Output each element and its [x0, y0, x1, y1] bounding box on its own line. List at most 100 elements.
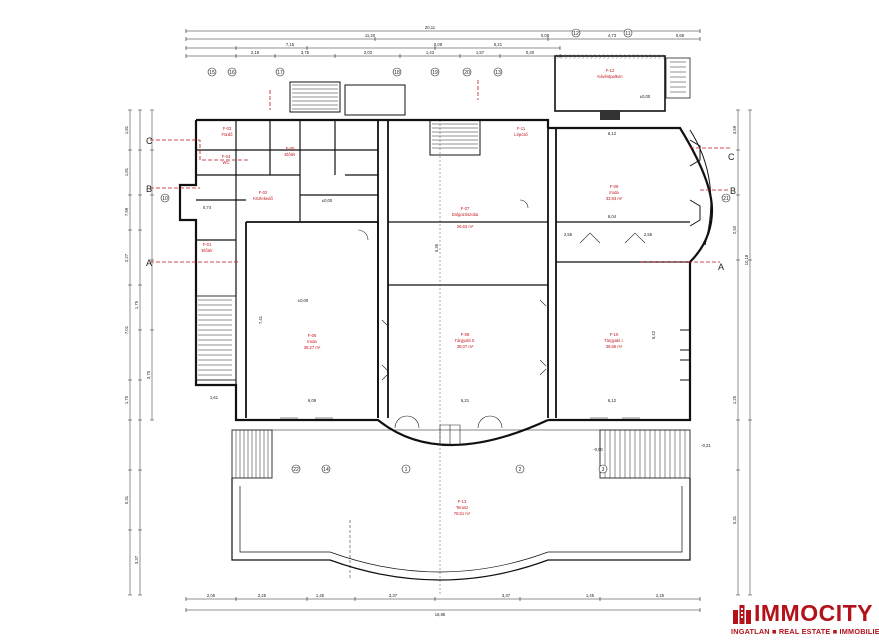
axis-label: 17	[277, 70, 283, 76]
room-labels: F-12 Kávéstpalkon F-03 Fürdő F-04 WC F-0…	[202, 68, 624, 516]
svg-text:F-11: F-11	[517, 126, 526, 131]
svg-text:F-04: F-04	[222, 154, 231, 159]
room-dim: 1,61	[210, 395, 219, 400]
room-label-f05: F-05 Előtér	[285, 146, 297, 157]
dim-top: 1,57	[476, 50, 485, 55]
level-mark: ±0,00	[322, 198, 333, 203]
axis-label: 13	[495, 70, 501, 76]
svg-text:F-05: F-05	[286, 146, 295, 151]
svg-text:78,51 m²: 78,51 m²	[454, 511, 471, 516]
openings	[280, 199, 646, 446]
logo-tagline: INGATLAN ■ REAL ESTATE ■ IMMOBILIEN	[731, 627, 879, 636]
axis-label: 20	[464, 70, 470, 76]
dim-top-outer: 20,11	[425, 25, 436, 30]
dim-left: 7,01	[124, 325, 129, 334]
dim-bottom: 1,45	[586, 593, 595, 598]
axis-markers	[160, 28, 731, 474]
axis-label: 21	[723, 196, 729, 202]
svg-text:38,07 m²: 38,07 m²	[457, 344, 474, 349]
dim-left: 1,81	[124, 125, 129, 134]
immocity-logo: IMMOCITY INGATLAN ■ REAL ESTATE ■ IMMOBI…	[730, 600, 879, 639]
section-lines	[150, 80, 730, 263]
axis-label: 3	[602, 467, 605, 473]
axis-label: 1	[405, 467, 408, 473]
room-dim: 6,12	[608, 131, 617, 136]
room-label-f12: F-12 Kávéstpalkon	[597, 68, 623, 79]
dim-top: 0,08	[434, 42, 443, 47]
svg-text:F-07: F-07	[461, 206, 470, 211]
svg-text:Dolgozószoba: Dolgozószoba	[452, 212, 479, 217]
dim-bottom-outer: 16,86	[435, 612, 446, 617]
section-letter: C	[728, 152, 735, 162]
svg-text:Iroda: Iroda	[609, 190, 619, 195]
room-label-f06: F-06 Iroda 38,27 m²	[304, 333, 321, 350]
svg-text:F-09: F-09	[610, 184, 619, 189]
svg-text:F-10: F-10	[610, 332, 619, 337]
svg-text:Tárgyaló II.: Tárgyaló II.	[455, 338, 476, 343]
room-label-f02: F-02 Közlekedő	[253, 190, 273, 201]
svg-text:26,63 m²: 26,63 m²	[457, 224, 474, 229]
svg-text:33,93 m²: 33,93 m²	[606, 196, 623, 201]
room-dimension-labels: 6,12 6,04 2,56 2,56 5,42 6,12 7,41 6,09 …	[203, 131, 656, 403]
walls	[178, 55, 714, 447]
dim-left: 1,75	[134, 300, 139, 309]
dim-right: 3,59	[732, 125, 737, 134]
room-label-f13: F-13 Terasz 78,51 m²	[454, 499, 471, 516]
axis-label: 11	[625, 31, 630, 37]
dim-top: 2,18	[251, 50, 260, 55]
room-label-f09: F-09 Iroda 33,93 m²	[606, 184, 623, 201]
svg-text:F-12: F-12	[606, 68, 615, 73]
room-label-f03: F-03 Fürdő	[222, 126, 234, 137]
svg-text:F-06: F-06	[308, 333, 317, 338]
axis-label: 18	[394, 70, 400, 76]
room-dim: 2,56	[564, 232, 573, 237]
section-letter: C	[146, 136, 153, 146]
dim-left: 1,75	[124, 395, 129, 404]
dim-left: 3,75	[146, 370, 151, 379]
terrace	[231, 429, 691, 581]
axis-label: 10	[162, 196, 168, 202]
dim-bottom: 2,25	[656, 593, 665, 598]
level-marks: ±0,00 ±0,00 ±0,00 -0,21 -0,60	[298, 94, 712, 452]
dim-left: 3,37	[134, 555, 139, 564]
logo-brand-text: IMMOCITY	[754, 600, 873, 626]
svg-text:Terasz: Terasz	[456, 505, 468, 510]
svg-text:38,27 m²: 38,27 m²	[304, 345, 321, 350]
dim-bottom: 3,37	[502, 593, 511, 598]
svg-text:Közlekedő: Közlekedő	[253, 196, 273, 201]
svg-text:F-03: F-03	[223, 126, 232, 131]
dimension-ticks	[128, 29, 752, 612]
room-dim: 2,56	[644, 232, 653, 237]
dim-left: 5,31	[124, 495, 129, 504]
balcony-hatch	[555, 54, 665, 59]
axis-label: 12	[573, 31, 579, 37]
svg-text:F-01: F-01	[203, 242, 212, 247]
room-dim: 6,09	[308, 398, 317, 403]
axis-labels: 15 16 17 18 19 20 13 12 11 10 21 22 14 1…	[162, 31, 729, 473]
buildings-logo-icon	[733, 605, 751, 624]
svg-text:F-02: F-02	[259, 190, 268, 195]
axis-label: 2	[519, 467, 522, 473]
svg-text:Előtér: Előtér	[285, 152, 297, 157]
dim-right: 10,18	[744, 254, 749, 265]
room-label-f11: F-11 Lépcső	[514, 126, 528, 137]
level-mark: -0,60	[593, 447, 603, 452]
dim-top: 11,20	[365, 33, 376, 38]
room-dim: 6,21	[461, 398, 470, 403]
room-dim: 7,41	[258, 315, 263, 324]
room-label-f04: F-04 WC	[222, 154, 231, 165]
room-dim: 5,36	[434, 243, 439, 252]
axis-label: 14	[323, 467, 329, 473]
axis-label: 16	[229, 70, 235, 76]
dim-top: 7,15	[286, 42, 295, 47]
dim-left: 2,27	[124, 253, 129, 262]
dim-bottom: 3,37	[389, 593, 398, 598]
room-label-f08: F-08 Tárgyaló II. 38,07 m²	[455, 332, 476, 349]
svg-text:F-13: F-13	[458, 499, 467, 504]
level-mark: ±0,00	[640, 94, 651, 99]
dim-right: 1,25	[732, 395, 737, 404]
room-dim: 6,12	[608, 398, 617, 403]
dim-bottom: 2,05	[207, 593, 216, 598]
room-dim: 0,74	[203, 205, 212, 210]
axis-label: 15	[209, 70, 215, 76]
